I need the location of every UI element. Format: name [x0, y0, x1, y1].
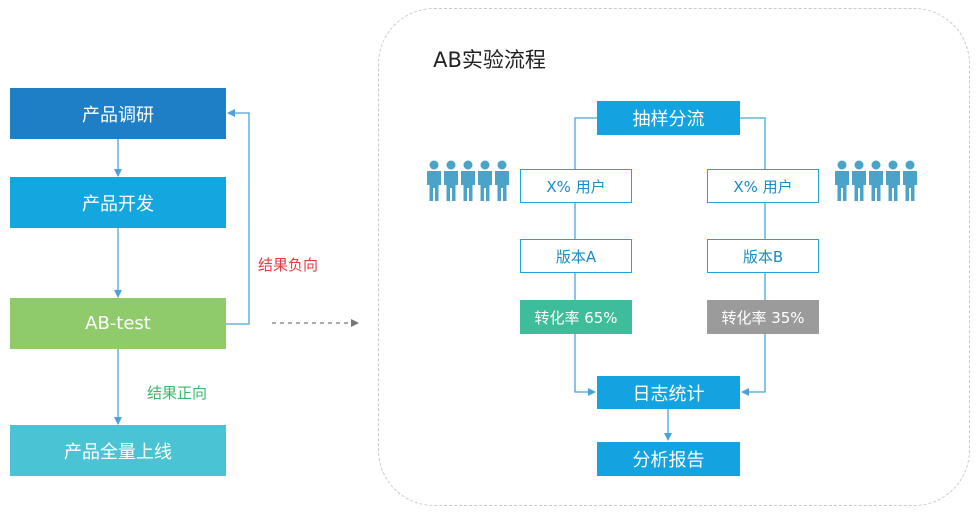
- version-b-box: 版本B: [707, 239, 819, 273]
- positive-result-label: 结果正向: [147, 384, 208, 402]
- conv-a-to-log: [574, 334, 596, 396]
- step-ab-test: AB-test: [10, 298, 226, 349]
- negative-result-label: 结果负向: [258, 256, 319, 274]
- panel-title: AB实验流程: [433, 48, 546, 72]
- split-right-line: [740, 117, 766, 169]
- step-full-launch: 产品全量上线: [10, 425, 226, 476]
- split-left-line: [574, 117, 597, 169]
- report-box: 分析报告: [597, 442, 740, 476]
- ab-experiment-panel: [378, 8, 970, 506]
- people-group-icon: [835, 160, 917, 201]
- conversion-a-box: 转化率 65%: [520, 300, 632, 334]
- step-development: 产品开发: [10, 177, 226, 228]
- step-research: 产品调研: [10, 88, 226, 139]
- split-box: 抽样分流: [597, 101, 740, 135]
- conversion-b-box: 转化率 35%: [707, 300, 819, 334]
- log-stats-box: 日志统计: [597, 376, 740, 409]
- users-b-box: X% 用户: [707, 169, 819, 203]
- version-a-box: 版本A: [520, 239, 632, 273]
- feedback-loop-arrow: [226, 109, 250, 325]
- conv-b-to-log: [741, 334, 766, 396]
- people-group-icon: [427, 160, 509, 201]
- users-a-box: X% 用户: [520, 169, 632, 203]
